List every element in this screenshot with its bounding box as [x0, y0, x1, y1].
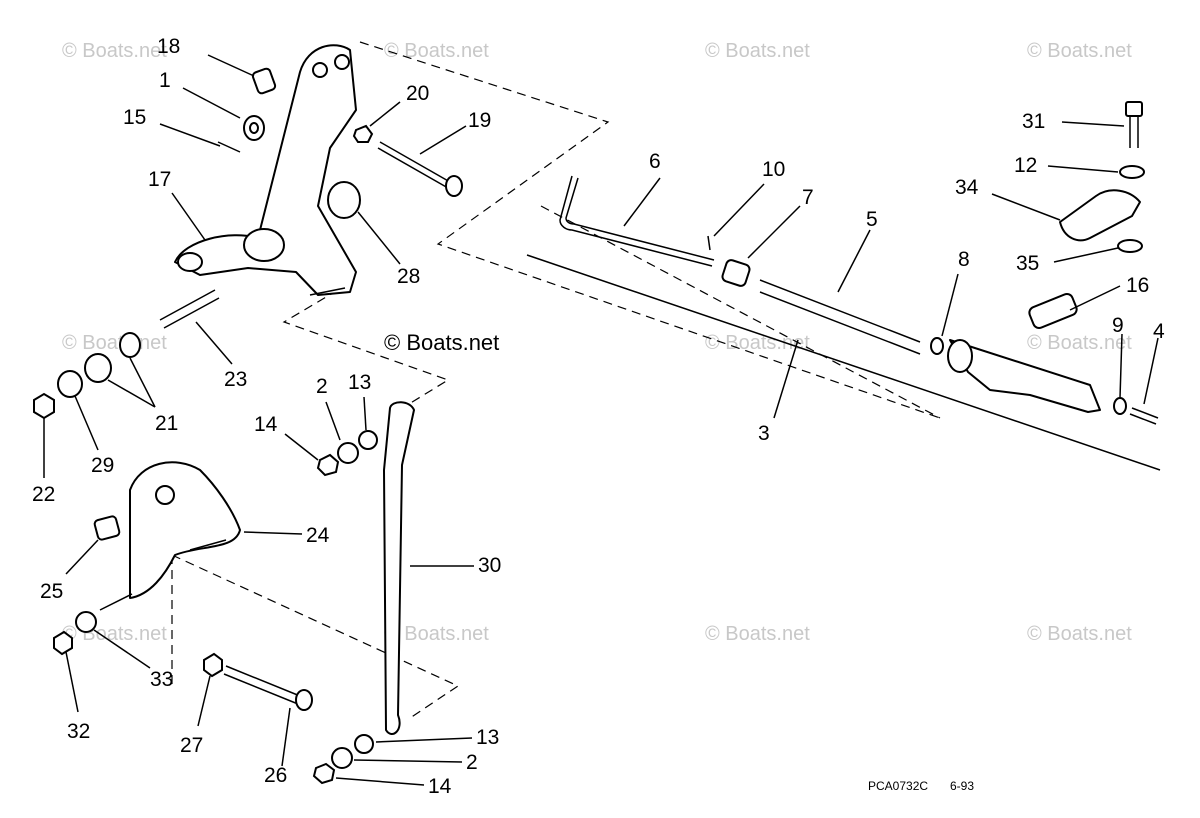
throttle-arm-part	[174, 44, 357, 296]
spring-part	[759, 279, 921, 355]
callout-5: 5	[866, 208, 878, 231]
callout-19: 19	[468, 109, 491, 132]
rail-part	[526, 254, 1161, 471]
callout-12: 12	[1014, 154, 1037, 177]
nut-part	[53, 630, 73, 656]
callout-22: 22	[32, 483, 55, 506]
callout-23: 23	[224, 368, 247, 391]
callout-16: 16	[1126, 274, 1149, 297]
callout-3: 3	[758, 422, 770, 445]
callout-31: 31	[1022, 110, 1045, 133]
part-drawings	[33, 44, 1161, 785]
pin-part	[217, 141, 241, 153]
washer-part	[1113, 397, 1127, 415]
bushing-part	[1028, 292, 1078, 330]
watermark: © Boats.net	[62, 332, 167, 354]
callout-29: 29	[91, 454, 114, 477]
callout-15: 15	[123, 106, 146, 129]
callout-21: 21	[155, 412, 178, 435]
watermark: © Boats.net	[1027, 623, 1132, 645]
washer-part	[75, 611, 97, 633]
callout-13: 13	[348, 371, 371, 394]
drawing-code: PCA0732C 6-93	[868, 779, 974, 793]
watermark: © Boats.net	[384, 623, 489, 645]
callout-32: 32	[67, 720, 90, 743]
callout-24: 24	[306, 524, 330, 547]
callout-13b: 13	[476, 726, 499, 749]
screw-part	[445, 175, 463, 197]
washer-part	[930, 337, 944, 355]
cam-body-part	[949, 339, 1101, 413]
callout-2b: 2	[466, 751, 478, 774]
nut-part	[721, 259, 751, 287]
callout-28: 28	[397, 265, 420, 288]
drawing-number: PCA0732C	[868, 779, 928, 793]
callout-labels: 18 1 15 17 20 19 28 23 21 29 22 2 13 14 …	[32, 35, 1165, 798]
bushing-part	[84, 353, 112, 383]
watermark-center: © Boats.net	[384, 330, 499, 355]
callout-26: 26	[264, 764, 287, 787]
callout-9: 9	[1112, 314, 1124, 337]
callout-1: 1	[159, 69, 171, 92]
bushing-part	[93, 515, 121, 541]
callout-14b: 14	[428, 775, 452, 798]
bushing-part	[251, 67, 277, 95]
callout-7: 7	[802, 186, 814, 209]
washer-part	[1117, 239, 1143, 253]
nut-part	[203, 652, 223, 678]
watermark: © Boats.net	[384, 40, 489, 62]
watermark: © Boats.net	[705, 40, 810, 62]
callout-10: 10	[762, 158, 785, 181]
link-rod-part	[383, 401, 415, 735]
nut-part	[33, 392, 55, 420]
drawing-date: 6-93	[950, 779, 974, 793]
lower-lever-part	[129, 461, 241, 599]
callout-30: 30	[478, 554, 501, 577]
callout-14: 14	[254, 413, 278, 436]
callout-17: 17	[148, 168, 171, 191]
roller-part	[327, 181, 361, 219]
washer-part	[1119, 165, 1145, 179]
lever-part	[1059, 189, 1141, 242]
bent-rod-part	[559, 175, 713, 267]
callout-34: 34	[955, 176, 979, 199]
callout-4: 4	[1153, 320, 1165, 343]
callout-18: 18	[157, 35, 180, 58]
washer-part	[57, 370, 83, 398]
watermark: © Boats.net	[705, 332, 810, 354]
watermark: © Boats.net	[62, 40, 167, 62]
nut-part	[352, 124, 374, 143]
watermark: © Boats.net	[705, 623, 810, 645]
callout-20: 20	[406, 82, 429, 105]
callout-8: 8	[958, 248, 970, 271]
callout-2: 2	[316, 375, 328, 398]
watermark: © Boats.net	[1027, 40, 1132, 62]
leader-lines	[43, 54, 1159, 786]
screw-part	[1125, 101, 1143, 117]
callout-25: 25	[40, 580, 63, 603]
watermark-layer: © Boats.net © Boats.net © Boats.net © Bo…	[62, 40, 1132, 645]
screw-part	[295, 689, 313, 711]
callout-6: 6	[649, 150, 661, 173]
pin-part	[707, 235, 711, 251]
watermark: © Boats.net	[1027, 332, 1132, 354]
assembly-dashed-lines	[171, 41, 941, 719]
callout-33: 33	[150, 668, 173, 691]
callout-27: 27	[180, 734, 203, 757]
callout-35: 35	[1016, 252, 1039, 275]
